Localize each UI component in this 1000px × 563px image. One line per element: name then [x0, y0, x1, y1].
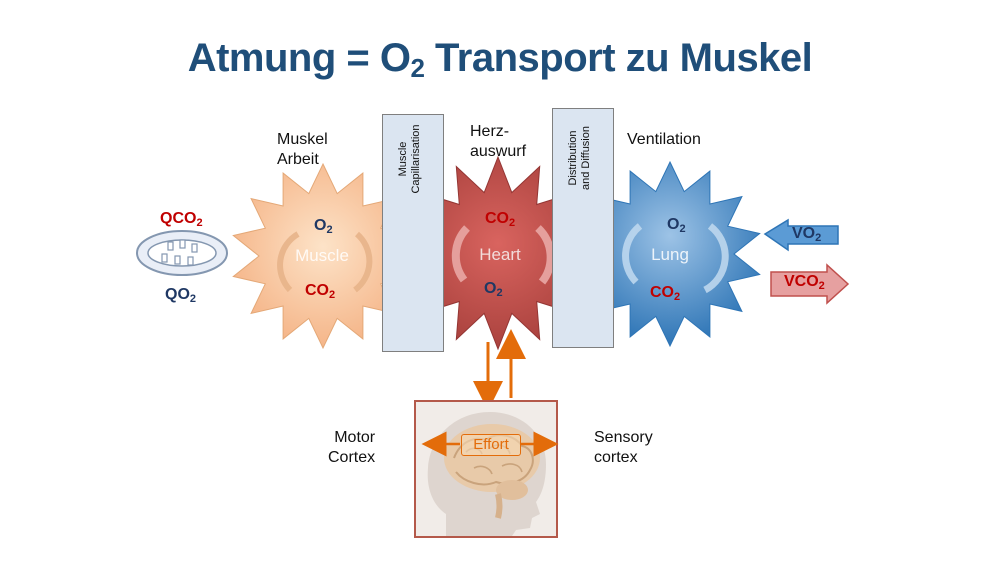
brain-image — [414, 400, 558, 538]
qco2-label: QCO2 — [160, 210, 203, 229]
cardiac-output-label: Herz-auswurf — [470, 123, 527, 160]
distribution-box — [552, 108, 614, 348]
vo2-arrow — [763, 218, 839, 252]
lung-co2-label: CO2 — [650, 284, 681, 303]
heart-cycle-arrows — [451, 225, 555, 285]
muscle-cycle-arrows — [277, 231, 373, 293]
lung-o2-label: O2 — [667, 216, 686, 235]
ventilation-label: Ventilation — [627, 131, 701, 148]
head-brain-illustration — [427, 412, 546, 536]
muscle-o2-label: O2 — [314, 217, 333, 236]
heart-co2-label: CO2 — [485, 210, 516, 229]
vco2-arrow — [770, 263, 850, 305]
muscle-co2-label: CO2 — [305, 282, 336, 301]
lung-cycle-arrows — [622, 223, 729, 294]
vo2-label: VO2 — [792, 225, 822, 244]
vco2-label: VCO2 — [784, 273, 825, 292]
heart-organ-label: Heart — [479, 245, 521, 264]
heart-o2-label: O2 — [484, 280, 503, 299]
qo2-label: QO2 — [165, 286, 197, 305]
muscle-organ-label: Muscle — [295, 246, 349, 265]
page-title: Atmung = O2 Transport zu Muskel — [187, 36, 813, 83]
lung-organ-label: Lung — [651, 245, 689, 264]
capillarisation-box — [382, 114, 444, 352]
mitochondrion-icon — [136, 230, 228, 276]
effort-label: Effort — [461, 434, 521, 456]
